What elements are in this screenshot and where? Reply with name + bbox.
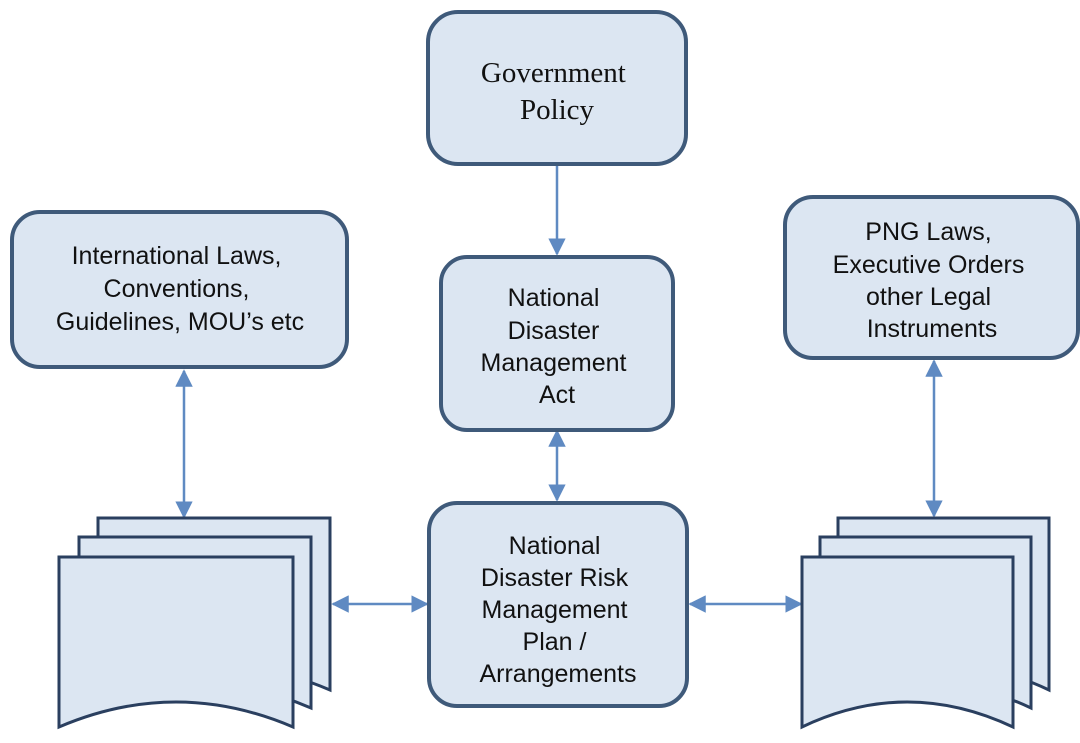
nat-act-line-3: Management [481,349,627,377]
document-page-front-right [800,555,1015,730]
government-policy-line-2: Policy [520,94,595,126]
international-laws-line-2: Conventions, [104,275,250,303]
nat-plan-line-4: Plan / [523,628,587,656]
png-laws-line-2: Executive Orders [833,251,1025,279]
nat-plan-line-5: Arrangements [479,660,636,688]
document-stack-left [57,516,332,730]
international-laws-line-3: Guidelines, MOU’s etc [56,308,304,336]
svg-text:PNG Laws, Executive Orde: PNG Laws, Executive Orders other Legal I… [833,218,1032,343]
box-government-policy: Government Policy [426,10,688,166]
document-page-front-left [57,555,295,730]
nat-plan-line-1: National [509,532,601,560]
box-png-laws: PNG Laws, Executive Orders other Legal I… [783,195,1080,360]
nat-act-line-1: National [508,284,600,312]
international-laws-line-1: International Laws, [72,242,282,270]
png-laws-line-4: Instruments [867,315,998,343]
png-laws-line-3: other Legal [866,283,991,311]
box-national-drm-plan: National Disaster Risk Management Plan /… [427,501,689,708]
svg-text:Government Policy: Government Policy [481,57,633,126]
png-laws-line-1: PNG Laws, [865,218,991,246]
government-policy-line-1: Government [481,57,626,89]
nat-act-line-2: Disaster [508,317,600,345]
nat-plan-line-3: Management [482,596,628,624]
svg-text:National Disaster: National Disaster Management Act [481,284,634,409]
nat-act-line-4: Act [539,381,575,409]
svg-text:National Disaster Risk: National Disaster Risk Management Plan /… [479,532,636,688]
box-international-laws: International Laws, Conventions, Guideli… [10,210,349,369]
nat-plan-line-2: Disaster Risk [481,564,629,592]
document-stack-right [800,516,1051,730]
svg-text:International Laws, Conv: International Laws, Conventions, Guideli… [56,242,304,336]
box-national-disaster-management-act: National Disaster Management Act [439,255,675,432]
